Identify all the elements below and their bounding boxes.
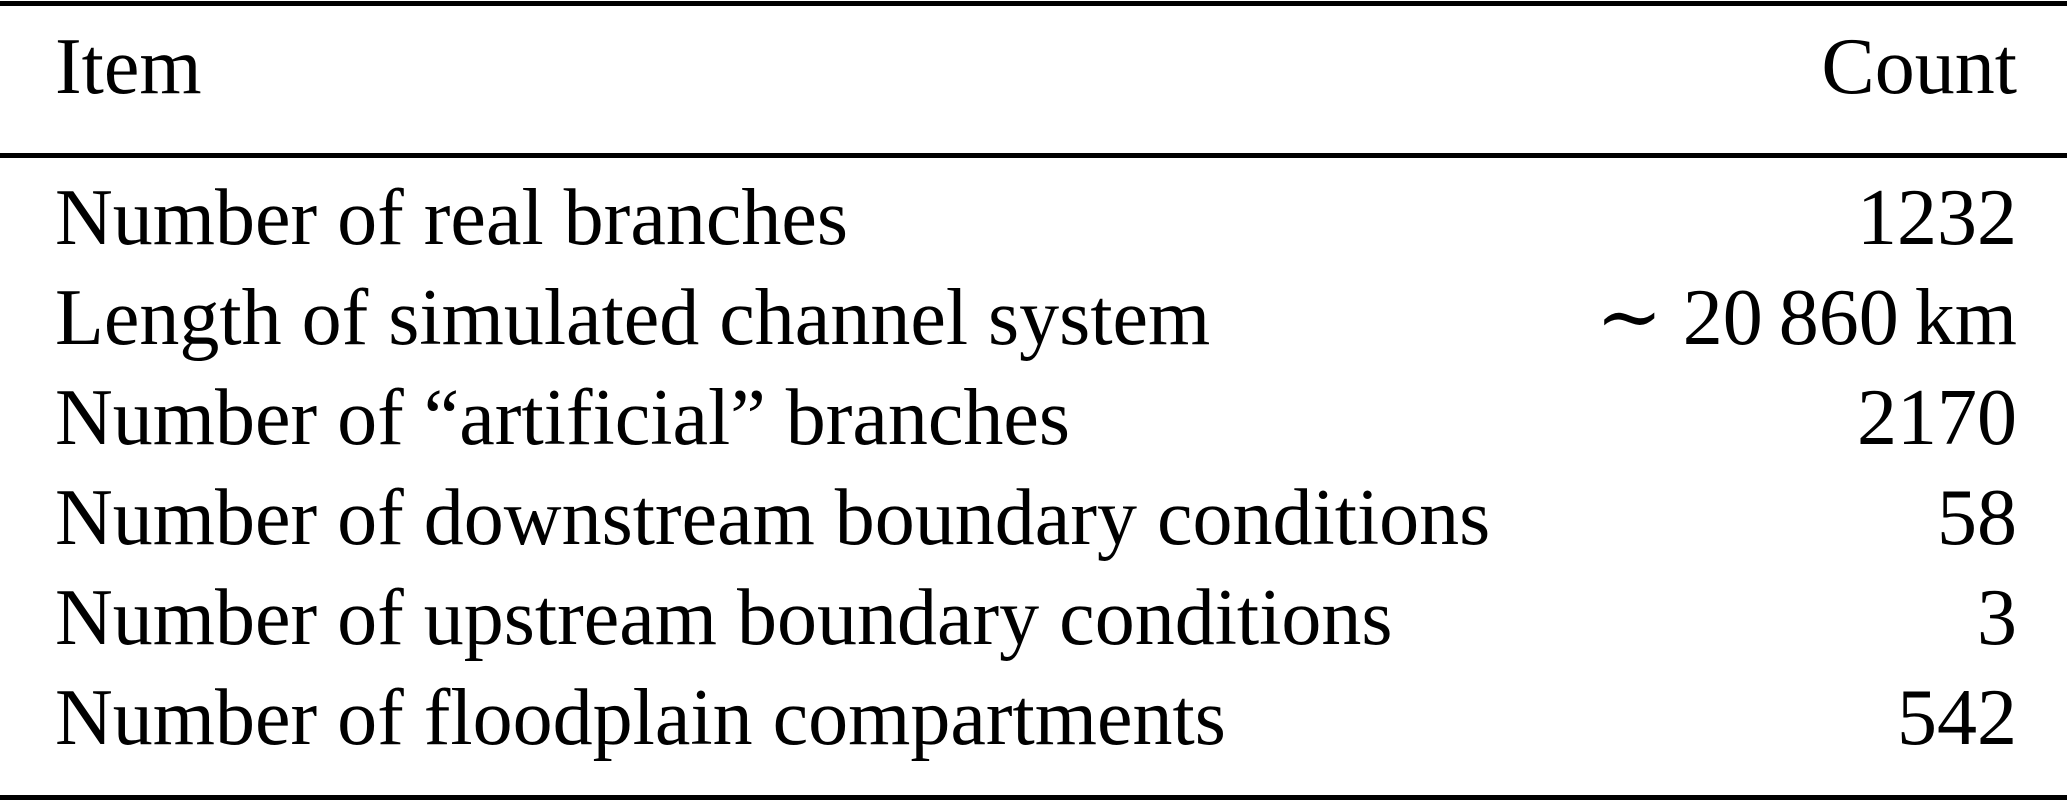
item-cell: Number of “artificial” branches — [55, 374, 1071, 462]
top-rule — [0, 1, 2067, 6]
header-rule — [0, 153, 2067, 158]
item-cell: Number of floodplain compartments — [55, 674, 1226, 762]
table-row: Number of real branches 1232 — [55, 168, 2017, 268]
column-header-item: Item — [55, 23, 202, 111]
count-cell: 3 — [1977, 574, 2017, 662]
bottom-rule — [0, 795, 2067, 800]
table-header-row: Item Count — [0, 6, 2067, 153]
count-cell: ∼ 20 860 km — [1595, 274, 2017, 362]
table-row: Number of downstream boundary conditions… — [55, 468, 2017, 568]
column-header-count: Count — [1821, 23, 2017, 111]
count-cell: 58 — [1937, 474, 2017, 562]
item-cell: Number of downstream boundary conditions — [55, 474, 1491, 562]
table-row: Number of upstream boundary conditions 3 — [55, 568, 2017, 668]
item-cell: Number of real branches — [55, 174, 848, 262]
item-cell: Number of upstream boundary conditions — [55, 574, 1393, 662]
table-row: Number of floodplain compartments 542 — [55, 668, 2017, 768]
table-body: Number of real branches 1232 Length of s… — [0, 158, 2067, 795]
table-row: Number of “artificial” branches 2170 — [55, 368, 2017, 468]
count-cell: 1232 — [1857, 174, 2017, 262]
count-cell: 2170 — [1857, 374, 2017, 462]
table-row: Length of simulated channel system ∼ 20 … — [55, 268, 2017, 368]
count-cell: 542 — [1897, 674, 2017, 762]
item-cell: Length of simulated channel system — [55, 274, 1211, 362]
